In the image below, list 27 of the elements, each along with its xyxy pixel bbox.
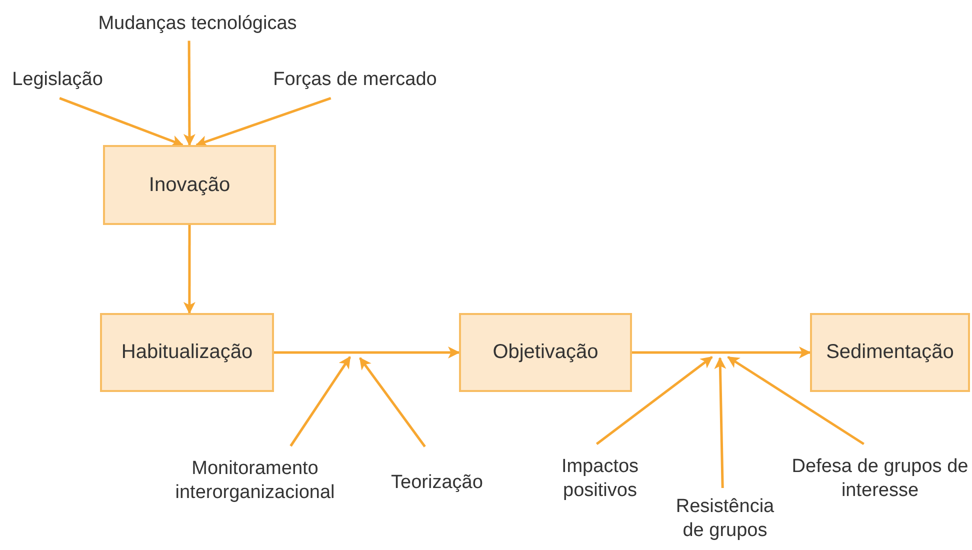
process-box (459, 313, 632, 392)
process-box (810, 313, 970, 392)
arrow (727, 356, 864, 446)
arrow (290, 356, 352, 447)
factor-label: Impactos positivos (545, 454, 655, 504)
arrow (632, 346, 811, 358)
arrow (714, 357, 726, 488)
factor-label: Teorização (382, 469, 492, 497)
factor-label: Defesa de grupos de interesse (790, 454, 970, 504)
process-box (100, 313, 274, 392)
box-label: Objetivação (492, 341, 598, 364)
arrow (596, 356, 713, 445)
arrow (195, 97, 332, 148)
arrow (183, 40, 196, 146)
factor-label: Forças de mercado (262, 66, 448, 94)
factor-label: Mudanças tecnológicas (80, 10, 315, 38)
arrow (274, 346, 460, 358)
box-label: Habitualização (121, 341, 253, 364)
arrow (59, 97, 184, 147)
box-label: Inovação (148, 174, 230, 196)
box-label: Sedimentação (826, 341, 954, 364)
arrow (183, 225, 196, 314)
factor-label: Legislação (5, 66, 110, 94)
process-box (103, 145, 276, 225)
factor-label: Monitoramento interorganizacional (150, 456, 360, 506)
arrow (359, 357, 426, 448)
factor-label: Resistência de grupos (665, 494, 785, 544)
